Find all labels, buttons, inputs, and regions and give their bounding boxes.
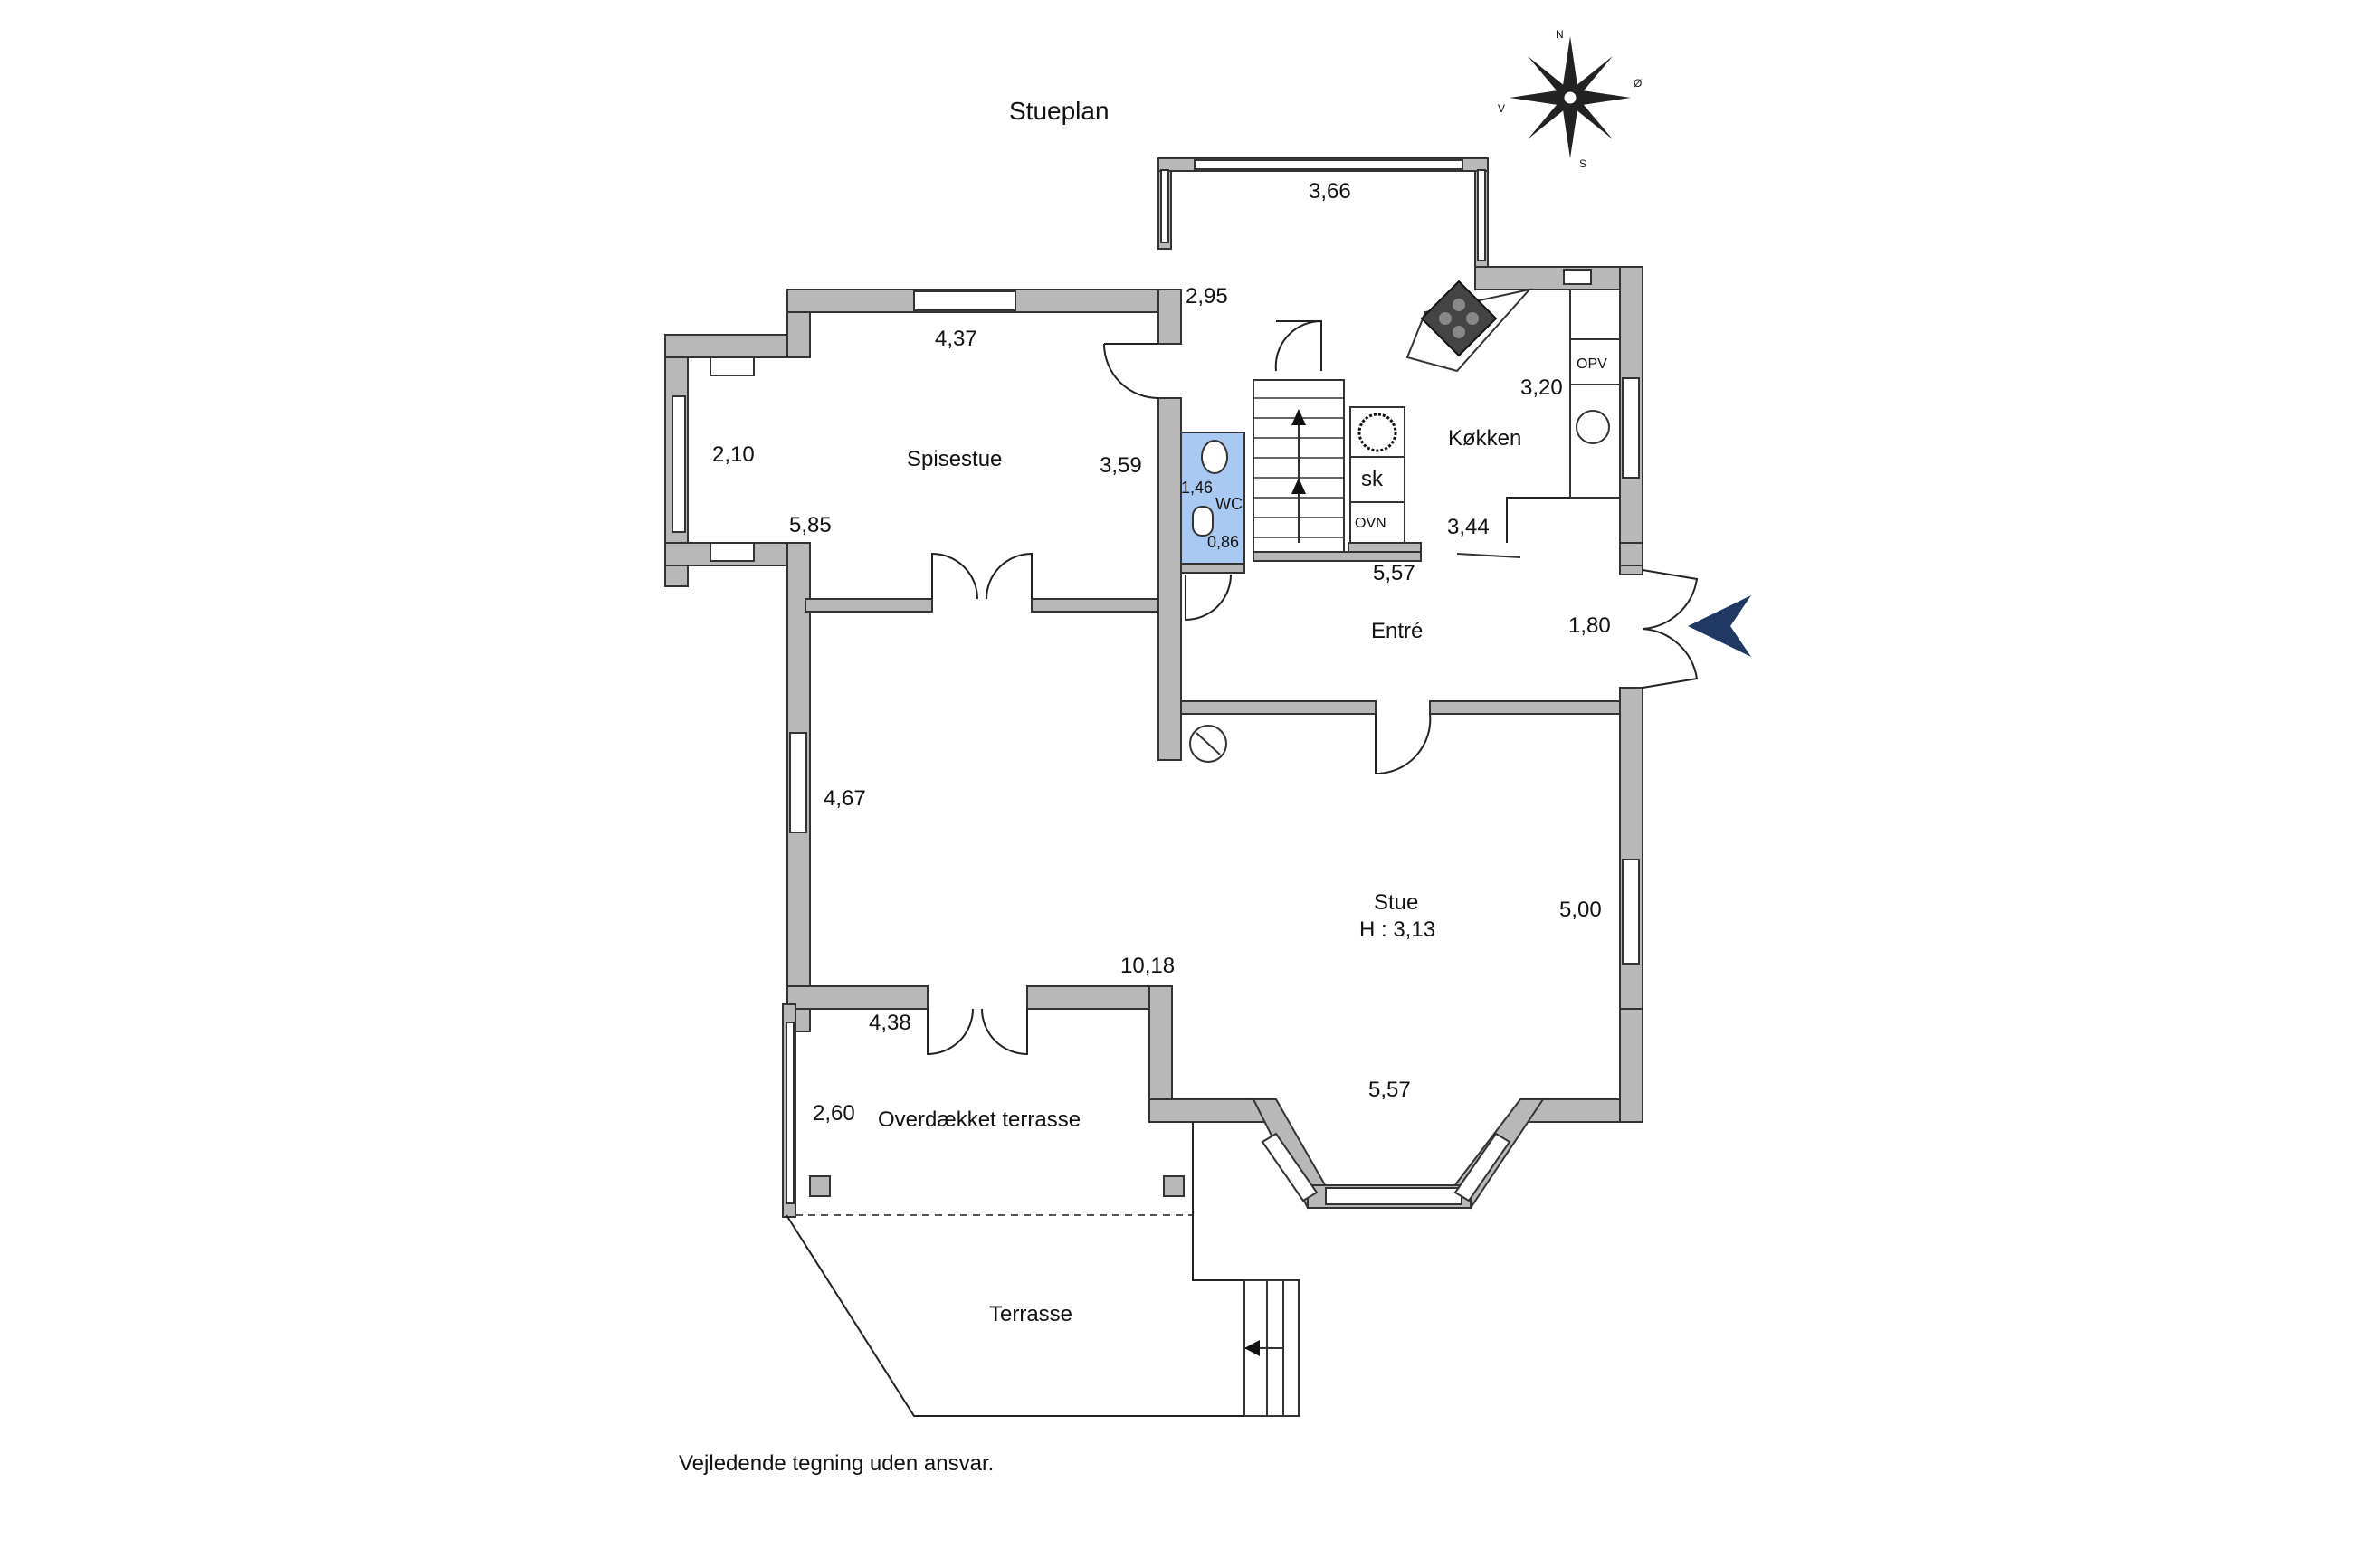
disclaimer-text: Vejledende tegning uden ansvar. [679, 1451, 994, 1476]
terrace-step-arrow-icon [1244, 1340, 1260, 1356]
dim-320: 3,20 [1520, 375, 1563, 400]
dim-344: 3,44 [1447, 515, 1490, 539]
dim-1018: 10,18 [1120, 954, 1175, 978]
dim-585: 5,85 [789, 513, 832, 537]
sink-icon [1576, 410, 1610, 444]
fixture-opv: OPV [1577, 356, 1607, 372]
dim-437: 4,37 [935, 327, 977, 351]
dim-467: 4,67 [824, 786, 866, 811]
compass-v: V [1498, 102, 1505, 115]
compass-o: Ø [1634, 77, 1642, 90]
room-label-terrasse: Terrasse [989, 1302, 1072, 1326]
dim-557-entre: 5,57 [1373, 561, 1415, 585]
plan-title: Stueplan [1009, 97, 1110, 125]
dim-260: 2,60 [813, 1101, 855, 1126]
doors [927, 319, 1699, 1056]
dim-438: 4,38 [869, 1011, 911, 1035]
stove-icon [1420, 280, 1498, 357]
fixture-sk: sk [1361, 467, 1384, 491]
dim-500: 5,00 [1559, 898, 1602, 922]
stair-up-arrow-icon [1291, 409, 1306, 425]
room-label-spisestue: Spisestue [907, 447, 1002, 471]
dim-210: 2,10 [712, 442, 755, 467]
dim-146: 1,46 [1181, 479, 1213, 497]
toilet-icon [1201, 440, 1228, 474]
dim-557-stue: 5,57 [1368, 1078, 1411, 1102]
fixture-ovn: OVN [1355, 516, 1386, 531]
stair-up-arrow-icon [1291, 478, 1306, 494]
room-label-stue: Stue [1374, 890, 1418, 915]
compass-n: N [1556, 28, 1564, 41]
room-label-wc: WC [1215, 495, 1243, 513]
compass-s: S [1579, 157, 1586, 170]
room-height-stue: H : 3,13 [1359, 917, 1435, 942]
kitchen-fixtures [1349, 280, 1621, 558]
room-label-entre: Entré [1371, 619, 1423, 643]
terrace [786, 1122, 1300, 1417]
entrance-arrow-icon [1688, 595, 1751, 657]
dim-180: 1,80 [1568, 613, 1611, 638]
fan-icon [1358, 413, 1397, 452]
dim-366: 3,66 [1309, 179, 1351, 204]
room-label-kokken: Køkken [1448, 426, 1521, 451]
wc-basin-icon [1192, 506, 1214, 537]
dim-295: 2,95 [1186, 284, 1228, 309]
dim-086: 0,86 [1207, 533, 1239, 551]
dim-359: 3,59 [1100, 453, 1142, 478]
stairs [1253, 379, 1422, 562]
room-label-overdaekket-terrasse: Overdækket terrasse [878, 1107, 1081, 1132]
windows [672, 159, 1640, 1205]
compass-icon: N S V Ø [1498, 28, 1642, 170]
